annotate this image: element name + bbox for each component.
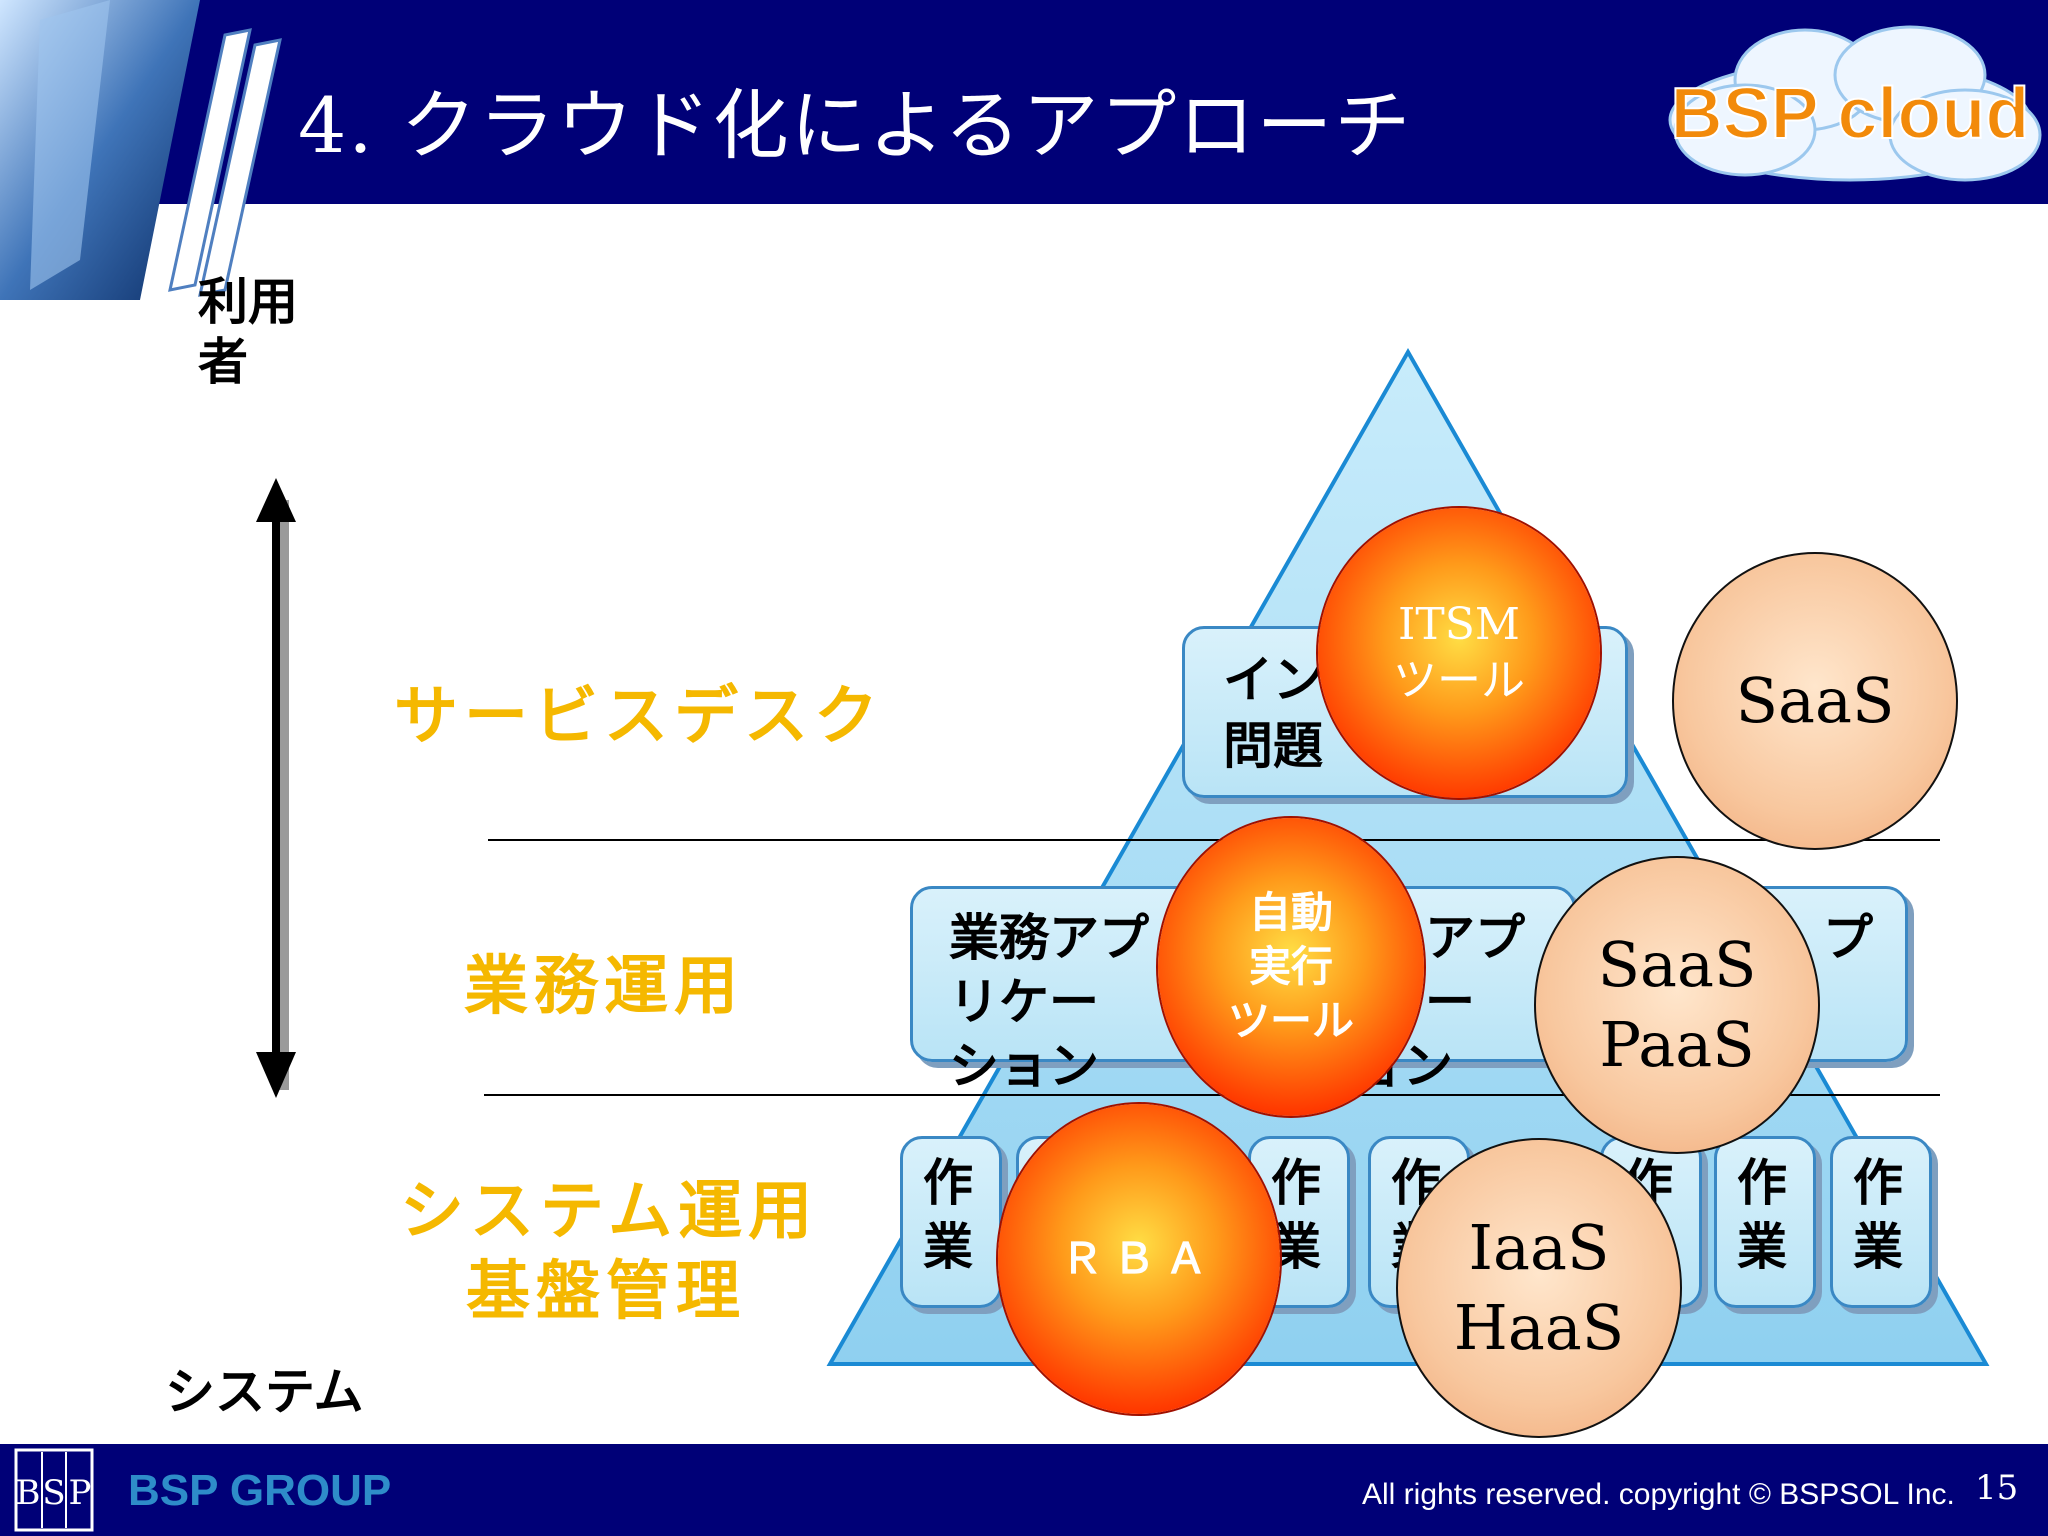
layer-label-infra-mgmt: 基盤管理 bbox=[466, 1255, 746, 1329]
task-box: 作業 bbox=[1830, 1136, 1932, 1308]
circle-label: ITSM ツール bbox=[1393, 599, 1525, 706]
box-text: ション bbox=[949, 1037, 1099, 1095]
task-label: 作業 bbox=[1271, 1154, 1321, 1276]
circle-label: SaaS PaaS bbox=[1597, 928, 1757, 1081]
layer-label-service-desk: サービスデスク bbox=[394, 680, 884, 754]
rba-circle: ＲＢＡ bbox=[998, 1104, 1280, 1414]
task-label: 作業 bbox=[1737, 1154, 1787, 1276]
task-label: 作業 bbox=[923, 1154, 973, 1276]
svg-text:P: P bbox=[69, 1473, 92, 1513]
iaas-haas-circle: IaaS HaaS bbox=[1396, 1138, 1682, 1438]
layer-label-system-ops: システム運用 bbox=[400, 1175, 819, 1249]
footer-group-name: BSP GROUP bbox=[128, 1466, 392, 1515]
page-number: 15 bbox=[1975, 1468, 2019, 1508]
svg-text:S: S bbox=[42, 1473, 65, 1513]
business-app-box: 業務アプ リケー ション bbox=[910, 886, 1206, 1095]
vertical-arrow bbox=[256, 478, 296, 1098]
circle-label: 自動 実行 ツール bbox=[1227, 888, 1354, 1045]
copyright-text: All rights reserved. copyright © BSPSOL … bbox=[1362, 1478, 1955, 1511]
task-label: 作業 bbox=[1853, 1154, 1903, 1276]
page-title: 4. クラウド化によるアプローチ bbox=[298, 81, 1413, 170]
circle-label: SaaS bbox=[1735, 664, 1895, 737]
box-text: プ bbox=[1823, 909, 1873, 967]
box-text: 問題 bbox=[1223, 717, 1323, 775]
footer-bar bbox=[0, 1444, 2048, 1536]
circle-label: IaaS HaaS bbox=[1453, 1211, 1625, 1364]
task-box: 作業 bbox=[900, 1136, 1002, 1308]
saas-circle: SaaS bbox=[1672, 552, 1958, 850]
box-text: アプ bbox=[1425, 909, 1525, 967]
user-axis-label: 利用者 bbox=[198, 273, 298, 391]
svg-text:B: B bbox=[16, 1473, 41, 1513]
system-axis-label: システム bbox=[165, 1363, 364, 1421]
layer-label-business-ops: 業務運用 bbox=[464, 950, 744, 1024]
box-text: 業務アプ bbox=[949, 909, 1149, 967]
bsp-cloud-logo: BSP cloud bbox=[1668, 25, 2042, 182]
bsp-mark-icon: B S P bbox=[14, 1448, 94, 1532]
building-photo bbox=[0, 0, 282, 300]
task-box: 作業 bbox=[1714, 1136, 1816, 1308]
box-text: ー bbox=[1425, 973, 1475, 1031]
itsm-tool-circle: ITSM ツール bbox=[1318, 508, 1600, 798]
logo-text: BSP cloud bbox=[1671, 74, 2030, 154]
box-text: イン bbox=[1223, 651, 1323, 709]
saas-paas-circle: SaaS PaaS bbox=[1534, 856, 1820, 1154]
auto-exec-tool-circle: 自動 実行 ツール bbox=[1158, 818, 1424, 1116]
box-text: リケー bbox=[949, 973, 1099, 1031]
circle-label: ＲＢＡ bbox=[1060, 1234, 1217, 1283]
